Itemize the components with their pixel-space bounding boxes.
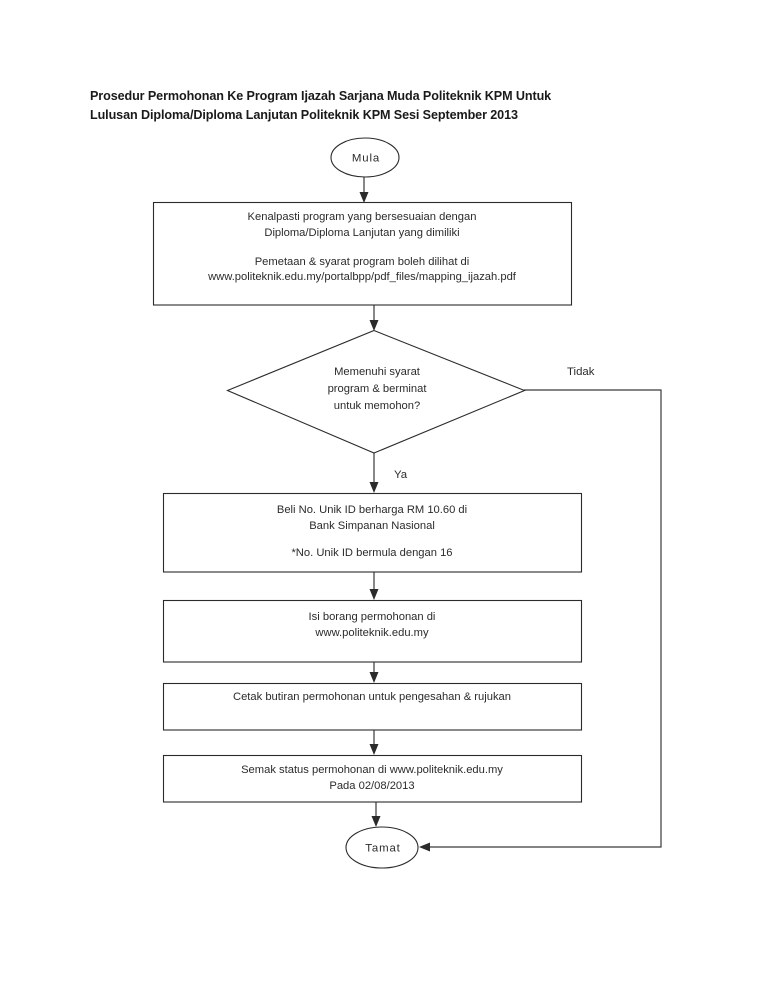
step5-line-2: Pada 02/08/2013 — [329, 780, 414, 792]
arrowhead-step1-to-decision — [369, 320, 379, 331]
arrowhead-step4-to-step5 — [369, 744, 379, 755]
arrowhead-step3-to-step4 — [369, 672, 379, 683]
arrowhead-start-to-step1 — [359, 192, 369, 203]
decision-line-3: untuk memohon? — [334, 400, 420, 412]
branch-label-yes: Ya — [394, 469, 408, 481]
node-step4-print-details[interactable]: Cetak butiran permohonan untuk pengesaha… — [162, 682, 583, 731]
start-label: Mula — [352, 153, 380, 165]
decision-line-1: Memenuhi syarat — [334, 366, 421, 378]
decision-diamond[interactable] — [226, 329, 526, 454]
node-step5-check-status[interactable]: Semak status permohonan di www.politekni… — [162, 754, 583, 803]
connector-decision-no-to-end — [427, 389, 662, 848]
step1-line-2: Diploma/Diploma Lanjutan yang dimiliki — [264, 227, 459, 239]
page-title-line-2: Lulusan Diploma/Diploma Lanjutan Politek… — [90, 108, 518, 122]
step1-line-4: www.politeknik.edu.my/portalbpp/pdf_file… — [207, 271, 517, 283]
arrowhead-decision-yes-to-step2 — [369, 482, 379, 493]
step5-box[interactable] — [162, 754, 583, 803]
connector-layer — [359, 177, 662, 852]
arrowhead-step5-to-end — [371, 816, 381, 827]
start-oval[interactable] — [330, 137, 400, 178]
end-label: Tamat — [365, 843, 401, 855]
arrowhead-decision-no-to-end — [419, 842, 430, 852]
step1-line-3: Pemetaan & syarat program boleh dilihat … — [255, 256, 470, 268]
step5-line-1: Semak status permohonan di www.politekni… — [241, 764, 503, 776]
node-end-tamat[interactable]: Tamat — [345, 826, 419, 869]
decision-line-2: program & berminat — [328, 383, 428, 395]
node-step2-buy-unique-id[interactable]: Beli No. Unik ID berharga RM 10.60 di Ba… — [162, 492, 583, 573]
step1-line-1: Kenalpasti program yang bersesuaian deng… — [248, 211, 477, 223]
step3-box[interactable] — [162, 599, 583, 663]
page-title-line-1: Prosedur Permohonan Ke Program Ijazah Sa… — [90, 89, 552, 103]
step1-box[interactable] — [152, 201, 573, 306]
node-step3-fill-application[interactable]: Isi borang permohonan di www.politeknik.… — [162, 599, 583, 663]
step4-line-1: Cetak butiran permohonan untuk pengesaha… — [233, 691, 511, 703]
step4-box[interactable] — [162, 682, 583, 731]
step2-line-1: Beli No. Unik ID berharga RM 10.60 di — [277, 504, 467, 516]
page-title: Prosedur Permohonan Ke Program Ijazah Sa… — [90, 87, 690, 125]
step2-box[interactable] — [162, 492, 583, 573]
step3-line-1: Isi borang permohonan di — [309, 611, 436, 623]
node-step1-identify-program[interactable]: Kenalpasti program yang bersesuaian deng… — [152, 201, 573, 306]
node-decision-eligibility[interactable]: Memenuhi syarat program & berminat untuk… — [226, 329, 526, 454]
arrowhead-step2-to-step3 — [369, 589, 379, 600]
branch-label-no: Tidak — [567, 366, 595, 378]
node-start-mula[interactable]: Mula — [330, 137, 400, 178]
step2-line-3: *No. Unik ID bermula dengan 16 — [291, 547, 452, 559]
step3-line-2: www.politeknik.edu.my — [314, 627, 429, 639]
step2-line-2: Bank Simpanan Nasional — [309, 520, 435, 532]
end-oval[interactable] — [345, 826, 419, 869]
